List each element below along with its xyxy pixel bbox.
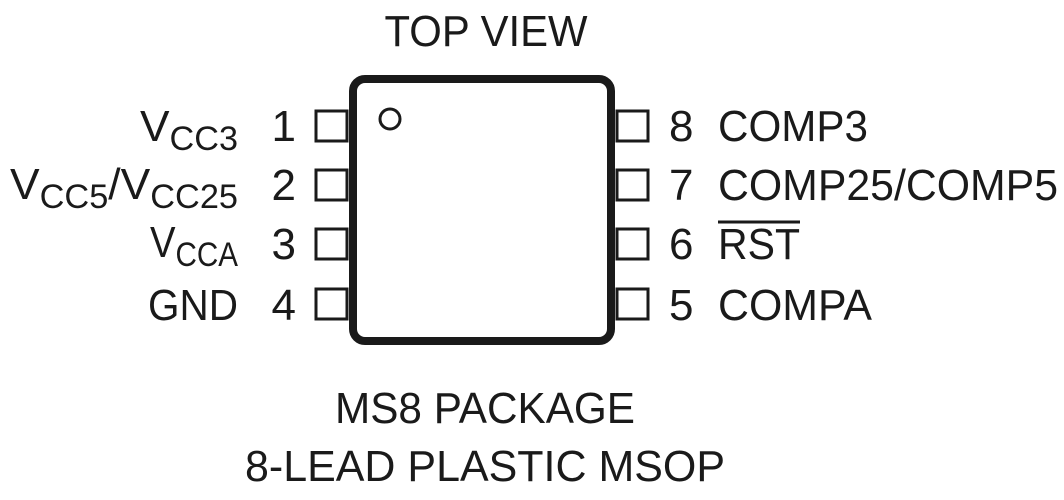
pin-7-label: COMP25/COMP5 bbox=[718, 161, 1058, 210]
pin-5-number: 5 bbox=[669, 281, 693, 330]
pin-2-label-main: V bbox=[10, 160, 40, 209]
pin-1-label-main: V bbox=[140, 102, 170, 151]
pin-1-lead bbox=[314, 109, 349, 143]
pin-7-number: 7 bbox=[669, 161, 693, 210]
pin-8-lead bbox=[615, 109, 650, 143]
pin-7-lead bbox=[615, 168, 650, 202]
pin-3-label-sub: CCA bbox=[176, 236, 239, 274]
pin-3-lead bbox=[314, 227, 349, 261]
pin-3-label-main: V bbox=[150, 218, 176, 267]
pin-3-number: 3 bbox=[272, 220, 296, 269]
title: TOP VIEW bbox=[385, 7, 588, 56]
pin-2-label-sub2: CC25 bbox=[150, 178, 238, 216]
pin-2-label-main2: /V bbox=[108, 160, 151, 209]
pin-2-label: VCC5/VCC25 bbox=[10, 160, 238, 216]
pin-6-lead bbox=[615, 227, 650, 261]
pin-4-number: 4 bbox=[272, 281, 296, 330]
pin-1-label-sub: CC3 bbox=[170, 120, 238, 158]
package-name: MS8 PACKAGE bbox=[335, 384, 635, 433]
pin-2-label-sub: CC5 bbox=[40, 178, 109, 216]
package-description: 8-LEAD PLASTIC MSOP bbox=[245, 442, 725, 491]
pin-5-lead bbox=[615, 287, 650, 321]
pin-6-label: RST bbox=[718, 220, 800, 269]
pin-2-number: 2 bbox=[272, 161, 296, 210]
pin-1-number: 1 bbox=[272, 102, 296, 151]
pin-8-number: 8 bbox=[669, 102, 693, 151]
pin-8-label: COMP3 bbox=[718, 102, 868, 151]
pin-3-label: VCCA bbox=[150, 218, 238, 274]
pin-1-label: VCC3 bbox=[140, 102, 238, 158]
pin-6-number: 6 bbox=[669, 220, 693, 269]
pin-2-lead bbox=[314, 168, 349, 202]
pin-4-label: GND bbox=[148, 281, 238, 330]
pin1-indicator bbox=[378, 107, 402, 131]
pin-5-label: COMPA bbox=[718, 281, 873, 330]
package-body bbox=[349, 75, 615, 345]
pin-4-lead bbox=[314, 287, 349, 321]
